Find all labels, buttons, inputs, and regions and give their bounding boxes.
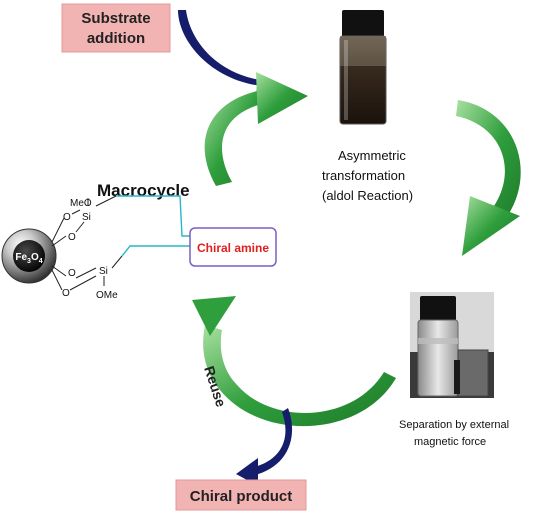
ome-label: OMe — [96, 290, 118, 301]
separation-label-line1: Separation by external — [399, 419, 509, 431]
separation-vial-image — [410, 292, 494, 398]
fe3o4-label: Fe3O4 — [15, 252, 42, 265]
macrocycle-label: Macrocycle — [97, 181, 190, 200]
asymmetric-label-line2: transformation — [322, 168, 405, 183]
meo-label: MeO — [70, 198, 92, 209]
chiral-product-box: Chiral product — [175, 479, 307, 511]
asymmetric-label-line3: (aldol Reaction) — [322, 188, 413, 203]
si-bottom-label: Si — [99, 266, 108, 277]
chiral-product-label: Chiral product — [190, 488, 293, 505]
oxygen-1-label: O — [63, 212, 71, 223]
cycle-arrow-bottom — [192, 296, 396, 427]
cycle-arrow-right — [456, 100, 521, 256]
oxygen-2-label: O — [68, 232, 76, 243]
macrocycle-linker — [116, 195, 192, 257]
asymmetric-label-line1: Asymmetric — [338, 148, 406, 163]
oxygen-3-label: O — [68, 268, 76, 279]
cycle-arrow-top-left — [204, 72, 308, 186]
fe3o4-nanoparticle: Fe3O4 — [1, 228, 57, 284]
chiral-amine-box: Chiral amine — [189, 227, 277, 267]
reaction-vial-image — [326, 4, 400, 130]
molecule-bonds — [51, 195, 123, 291]
chiral-amine-label: Chiral amine — [197, 241, 269, 255]
product-output-arrow — [236, 408, 293, 486]
si-top-label: Si — [82, 212, 91, 223]
substrate-label-line2: addition — [87, 30, 145, 47]
separation-label-line2: magnetic force — [414, 436, 486, 448]
substrate-addition-box: Substrate addition — [61, 3, 171, 53]
oxygen-4-label: O — [62, 288, 70, 299]
substrate-label-line1: Substrate — [81, 10, 150, 27]
